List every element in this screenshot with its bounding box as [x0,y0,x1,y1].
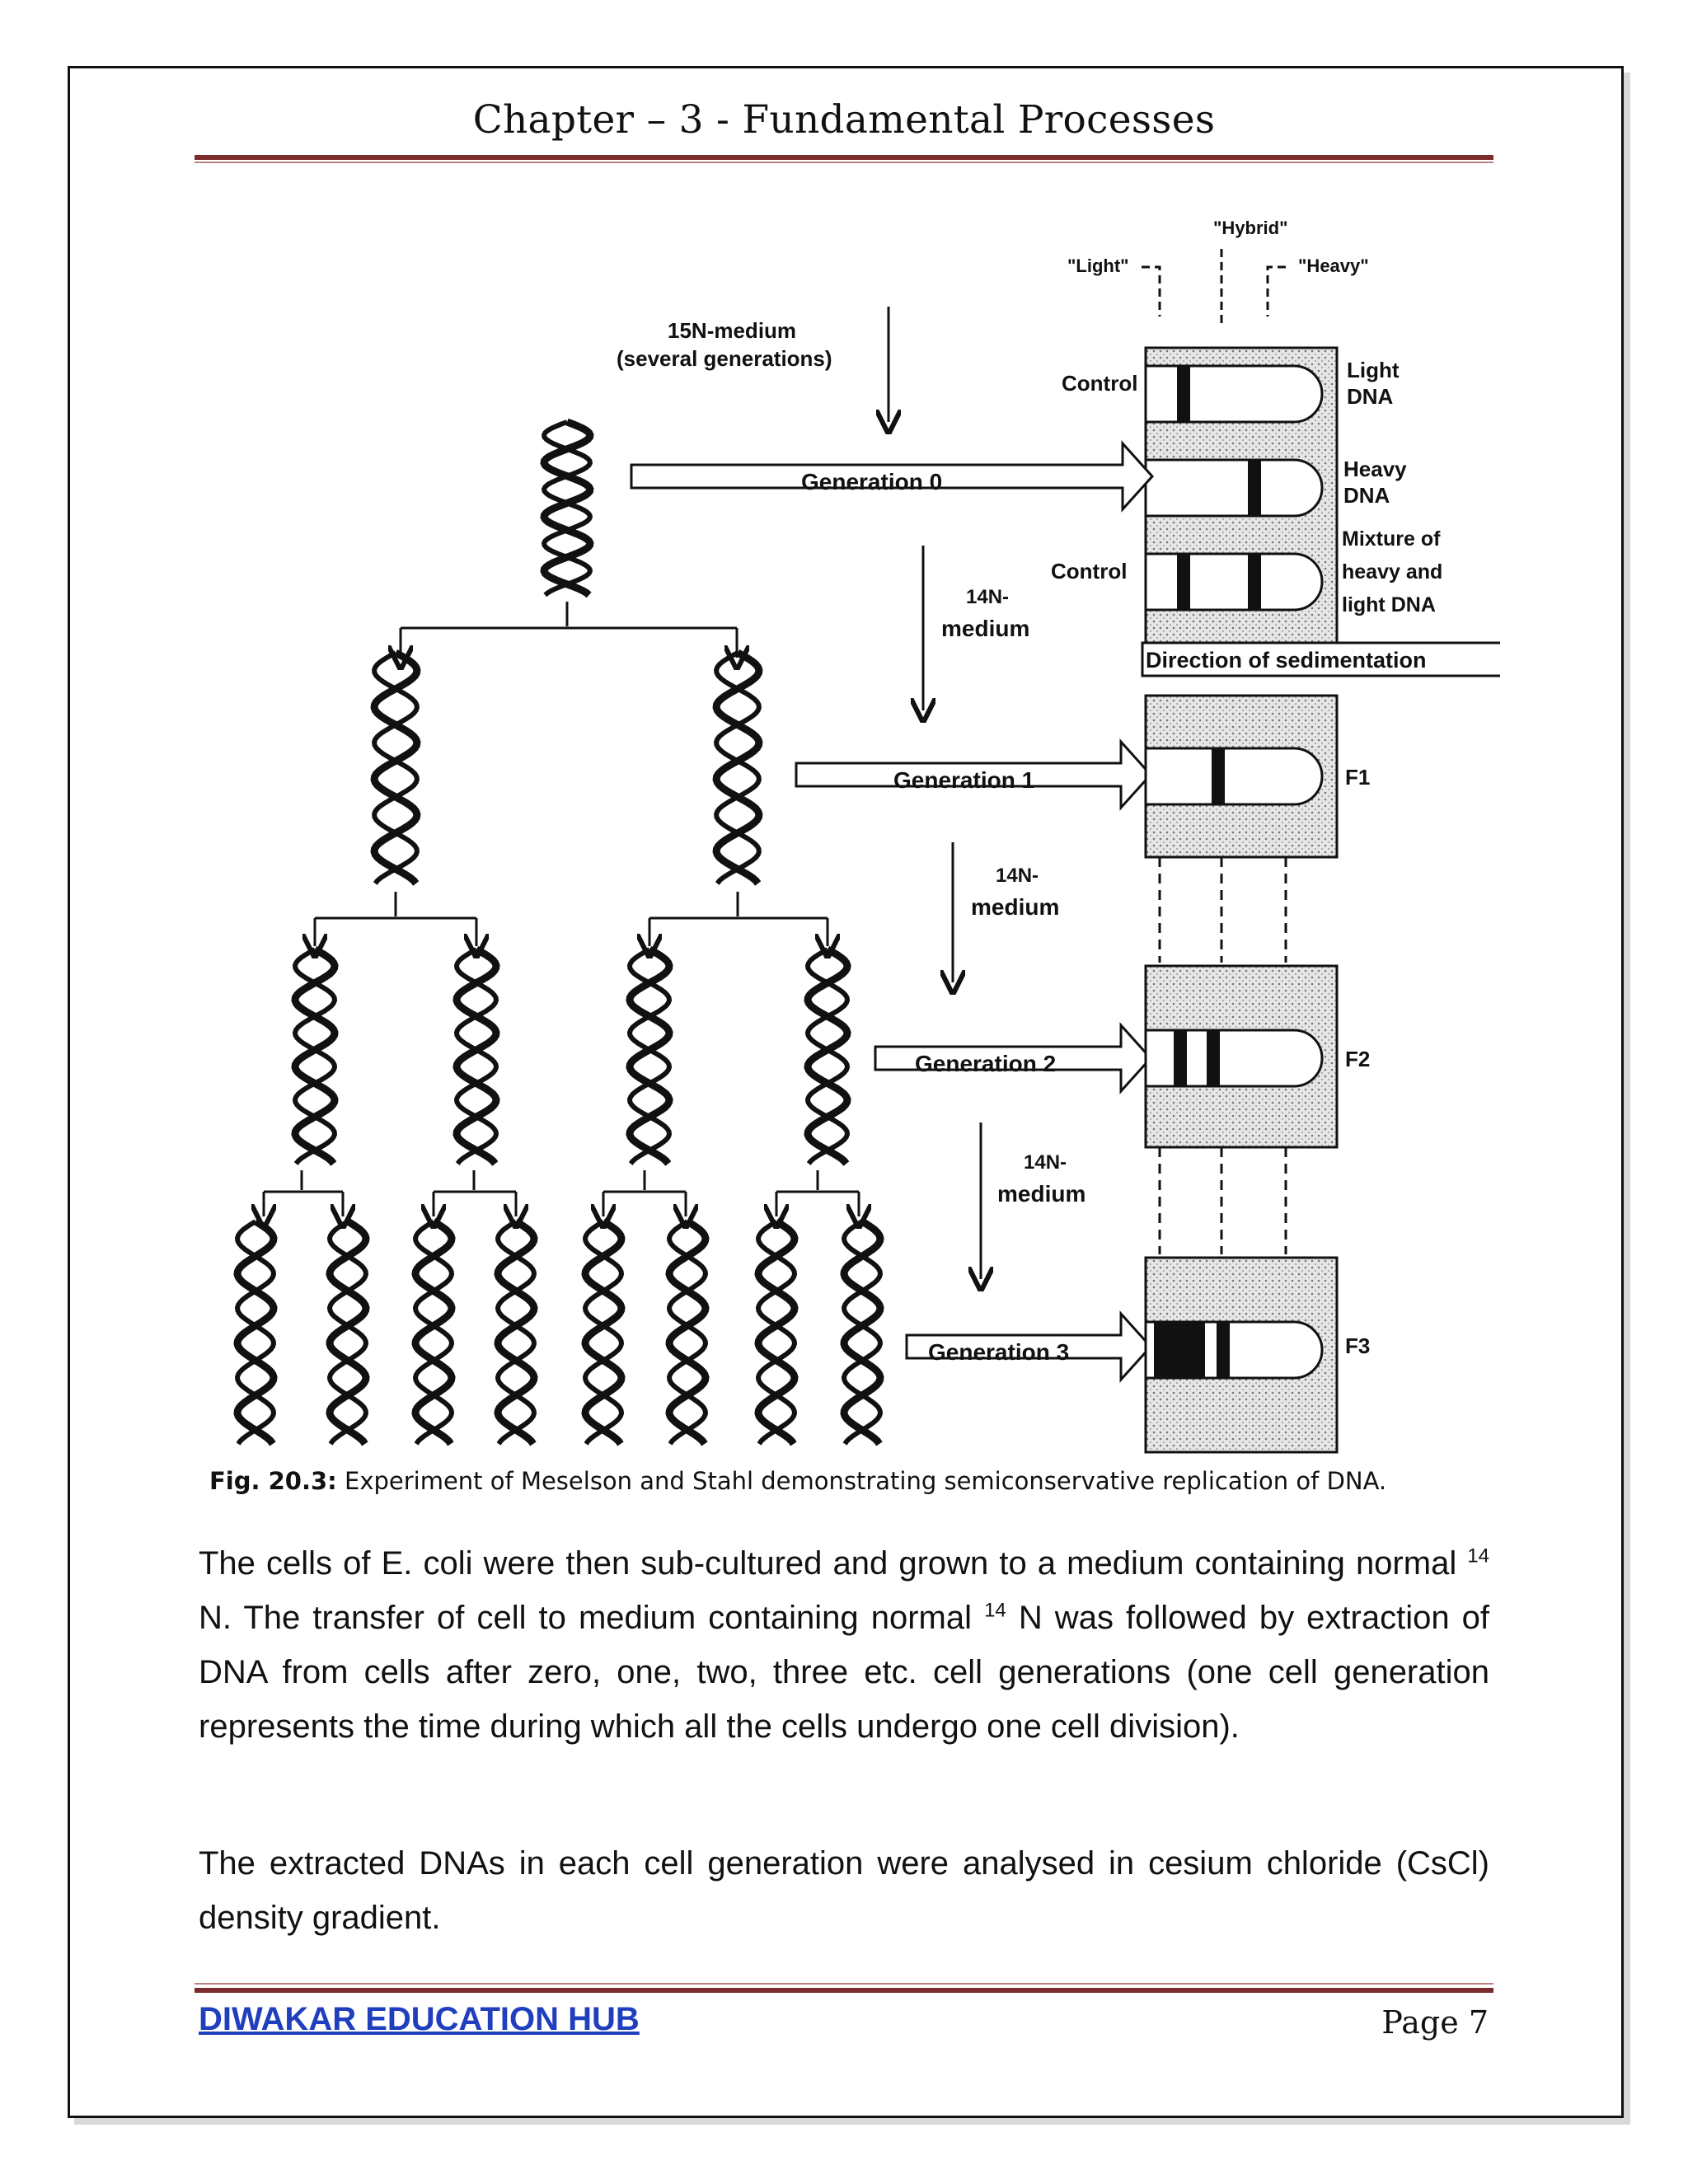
n14-medium: medium [997,1181,1085,1207]
paragraph-text: N. The transfer of cell to medium contai… [199,1600,985,1636]
band-guides [1142,249,1286,323]
generation-1-arrow [795,738,1153,811]
tube-f1 [1144,747,1324,806]
tube-control-mixture [1144,552,1324,612]
paragraph-1: The cells of E. coli were then sub-cultu… [199,1536,1489,1754]
page-header-title: Chapter – 3 - Fundamental Processes [472,97,1216,143]
superscript: 14 [984,1599,1006,1622]
generation-2-label: Generation 2 [915,1051,1056,1076]
paragraph-text: The cells of E. coli were then sub-cultu… [199,1545,1468,1582]
page-number: Page 7 [1381,2004,1489,2041]
n14-medium: medium [941,616,1029,641]
tube-f2 [1144,1029,1324,1088]
direction-label: Direction of sedimentation [1146,648,1427,673]
dna-helices [233,418,884,1446]
f3-label: F3 [1345,1333,1370,1358]
meselson-stahl-figure: "Hybrid" "Light" "Heavy" 15N-medium (sev… [190,191,1664,1526]
heavy-dna-2: DNA [1343,483,1390,508]
heavy-dna-1: Heavy [1343,457,1407,481]
generation-2-arrow [874,1022,1153,1094]
heavy-label: "Heavy" [1298,255,1369,276]
tube-f3 [1144,1320,1324,1380]
n14-label: 14N- [1024,1151,1067,1174]
footer-rule [195,1988,1493,1993]
light-dna-1: Light [1347,358,1400,382]
mixture-2: heavy and [1342,560,1442,583]
footer-rule-thin [195,1983,1493,1985]
n14-label: 14N- [966,586,1009,608]
figure-caption-text: Experiment of Meselson and Stahl demonst… [345,1467,1387,1495]
n14-label: 14N- [996,865,1039,887]
tube-control-light [1144,364,1324,424]
light-dna-2: DNA [1347,384,1394,409]
f2-label: F2 [1345,1047,1370,1071]
tube-heavy [1144,458,1324,518]
mixture-1: Mixture of [1342,527,1441,551]
frame-shadow [1624,73,1630,2125]
header-rule [195,155,1493,160]
band-guides [1158,1147,1287,1254]
control-label-1: Control [1062,371,1137,396]
header-rule-thin [195,162,1493,163]
n14-medium: medium [971,894,1059,920]
figure-caption: Fig. 20.3: Experiment of Meselson and St… [209,1467,1495,1495]
paragraph-text: N was followed by extraction of DNA from… [199,1600,1489,1745]
generation-3-label: Generation 3 [928,1339,1069,1365]
mixture-3: light DNA [1342,593,1436,616]
generation-0-label: Generation 0 [801,469,942,494]
generation-0-arrow [630,440,1155,513]
light-label: "Light" [1067,255,1129,276]
footer-brand-link[interactable]: DIWAKAR EDUCATION HUB [199,2001,640,2037]
frame-shadow [74,2118,1630,2125]
figure-caption-label: Fig. 20.3: [209,1467,337,1495]
medium15-line1: 15N-medium [668,318,796,343]
paragraph-2: The extracted DNAs in each cell generati… [199,1845,1489,1936]
hybrid-label: "Hybrid" [1213,218,1288,238]
superscript: 14 [1467,1544,1489,1568]
generation-3-arrow [905,1310,1153,1383]
medium15-line2: (several generations) [617,346,832,371]
control-label-2: Control [1051,559,1127,583]
generation-1-label: Generation 1 [893,767,1034,793]
band-guides [1158,857,1287,963]
f1-label: F1 [1345,765,1370,790]
branch-connectors [264,602,859,1216]
